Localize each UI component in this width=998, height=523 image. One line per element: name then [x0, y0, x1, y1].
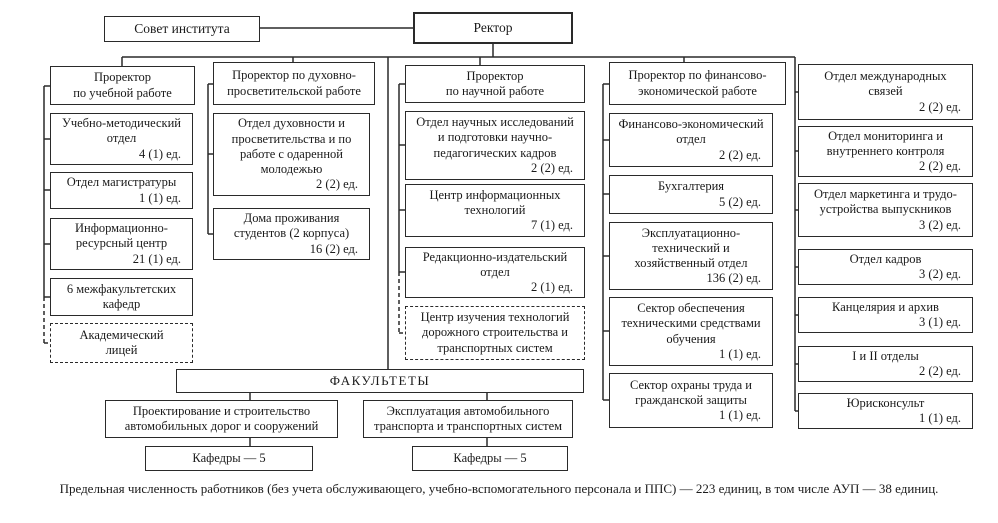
box-title: Эксплуатация автомобильного транспорта и… — [373, 403, 563, 433]
training-equipment-sector-box: Сектор обеспечения техническими средства… — [609, 297, 773, 366]
box-title: Кафедры — 5 — [192, 450, 266, 465]
box-title: Академический лицей — [79, 327, 164, 357]
first-second-depts-box: I и II отделы 2 (2) ед. — [798, 346, 973, 382]
box-units: 2 (2) ед. — [919, 364, 961, 378]
box-units: 5 (2) ед. — [719, 194, 761, 209]
rector-departments-connectors — [794, 57, 798, 412]
marketing-employment-dept-box: Отдел маркетинга и трудо- устройства вып… — [798, 183, 973, 237]
box-title: Юрисконсульт — [846, 395, 925, 410]
box-title: Проректор по научной работе — [445, 68, 545, 98]
box-title: 6 межфакультетских кафедр — [66, 281, 177, 311]
box-units: 3 (1) ед. — [919, 315, 961, 329]
academic-lyceum-box: Академический лицей — [50, 323, 193, 363]
box-title: Финансово-экономический отдел — [618, 117, 764, 147]
hr-dept-box: Отдел кадров 3 (2) ед. — [798, 249, 973, 285]
vice-rector-academic-box: Проректор по учебной работе — [50, 66, 195, 105]
box-units: 2 (2) ед. — [919, 99, 961, 114]
box-title: Совет института — [134, 20, 230, 36]
labor-safety-sector-box: Сектор охраны труда и гражданской защиты… — [609, 373, 773, 428]
chairs-count-box-1: Кафедры — 5 — [145, 446, 313, 471]
box-units: 2 (2) ед. — [919, 159, 961, 174]
student-dormitories-box: Дома проживания студентов (2 корпуса) 16… — [213, 208, 370, 260]
box-title: Проректор по учебной работе — [73, 70, 172, 100]
editorial-publishing-dept-box: Редакционно-издательский отдел 2 (1) ед. — [405, 247, 585, 298]
vice-rector-research-box: Проректор по научной работе — [405, 65, 585, 103]
monitoring-control-dept-box: Отдел мониторинга и внутреннего контроля… — [798, 126, 973, 177]
box-title: Отдел мониторинга и внутреннего контроля — [826, 128, 945, 158]
box-title: Бухгалтерия — [657, 179, 725, 194]
box-title: Отдел кадров — [849, 251, 922, 266]
box-units: 2 (2) ед. — [719, 147, 761, 162]
box-units: 1 (1) ед. — [919, 411, 961, 425]
box-title: Учебно-методический отдел — [62, 116, 181, 146]
it-center-box: Центр информационных технологий 7 (1) ед… — [405, 184, 585, 237]
box-title: Канцелярия и архив — [832, 299, 939, 314]
box-title: Отдел магистратуры — [66, 175, 177, 190]
magistracy-dept-box: Отдел магистратуры 1 (1) ед. — [50, 172, 193, 209]
vice-rector-finance-box: Проректор по финансово- экономической ра… — [609, 62, 786, 105]
box-units: 2 (2) ед. — [316, 177, 358, 192]
box-title: Проректор по духовно- просветительской р… — [227, 68, 361, 98]
box-units: 4 (1) ед. — [139, 146, 181, 161]
academic-methodical-dept-box: Учебно-методический отдел 4 (1) ед. — [50, 113, 193, 165]
box-units: 3 (2) ед. — [919, 217, 961, 232]
rector-box: Ректор — [413, 12, 573, 44]
faculty-transport-box: Эксплуатация автомобильного транспорта и… — [363, 400, 573, 438]
international-relations-dept-box: Отдел международных связей 2 (2) ед. — [798, 64, 973, 120]
box-title: I и II отделы — [852, 348, 919, 363]
box-units: 16 (2) ед. — [309, 241, 358, 256]
box-units: 1 (1) ед. — [139, 190, 181, 205]
box-title: Центр изучения технологий дорожного стро… — [420, 310, 570, 355]
box-title: Проектирование и строительство автомобил… — [124, 403, 319, 433]
box-units: 1 (1) ед. — [719, 408, 761, 423]
research-branch-connectors — [398, 83, 405, 334]
box-title: Кафедры — 5 — [453, 450, 527, 465]
box-title: Сектор охраны труда и гражданской защиты — [630, 377, 752, 407]
box-title: Дома проживания студентов (2 корпуса) — [233, 211, 350, 241]
road-construction-tech-center-box: Центр изучения технологий дорожного стро… — [405, 306, 585, 360]
accounting-box: Бухгалтерия 5 (2) ед. — [609, 175, 773, 214]
box-title: Отдел международных связей — [824, 69, 947, 99]
interfaculty-chairs-box: 6 межфакультетских кафедр — [50, 278, 193, 316]
box-units: 3 (2) ед. — [919, 267, 961, 281]
chancellery-archive-box: Канцелярия и архив 3 (1) ед. — [798, 297, 973, 333]
finance-branch-connectors — [602, 83, 609, 401]
box-units: 7 (1) ед. — [531, 218, 573, 233]
box-title: Проректор по финансово- экономической ра… — [628, 68, 767, 98]
box-title: Сектор обеспечения техническими средства… — [621, 301, 761, 346]
top-connectors — [121, 27, 795, 369]
box-units: 2 (2) ед. — [531, 160, 573, 175]
vice-rector-spiritual-box: Проректор по духовно- просветительской р… — [213, 62, 375, 105]
box-title: Отдел маркетинга и трудо- устройства вып… — [814, 187, 957, 217]
box-units: 1 (1) ед. — [719, 346, 761, 361]
research-training-dept-box: Отдел научных исследований и подготовки … — [405, 111, 585, 180]
headcount-footnote: Предельная численность работников (без у… — [59, 481, 939, 496]
box-title: Отдел духовности и просветительства и по… — [231, 116, 352, 177]
academic-branch-connectors — [43, 85, 50, 344]
chairs-count-box-2: Кафедры — 5 — [412, 446, 568, 471]
box-title: Эксплуатационно- технический и хозяйстве… — [634, 225, 748, 271]
box-title: Информационно- ресурсный центр — [75, 221, 168, 251]
faculties-header-box: ФАКУЛЬТЕТЫ — [176, 369, 584, 393]
institute-council-box: Совет института — [104, 16, 260, 42]
info-resource-center-box: Информационно- ресурсный центр 21 (1) ед… — [50, 218, 193, 270]
faculty-connectors — [249, 393, 488, 446]
box-units: 2 (1) ед. — [531, 280, 573, 295]
finance-economic-dept-box: Финансово-экономический отдел 2 (2) ед. — [609, 113, 773, 167]
box-units: 136 (2) ед. — [706, 271, 761, 286]
box-title: ФАКУЛЬТЕТЫ — [329, 373, 431, 389]
box-units: 21 (1) ед. — [132, 251, 181, 266]
box-title: Центр информационных технологий — [429, 187, 561, 217]
legal-counsel-box: Юрисконсульт 1 (1) ед. — [798, 393, 973, 429]
box-title: Ректор — [473, 19, 513, 35]
faculty-road-design-box: Проектирование и строительство автомобил… — [105, 400, 338, 438]
maintenance-dept-box: Эксплуатационно- технический и хозяйстве… — [609, 222, 773, 290]
spiritual-branch-connectors — [207, 83, 213, 235]
box-title: Редакционно-издательский отдел — [422, 249, 568, 279]
box-title: Отдел научных исследований и подготовки … — [416, 115, 574, 160]
spirituality-dept-box: Отдел духовности и просветительства и по… — [213, 113, 370, 196]
